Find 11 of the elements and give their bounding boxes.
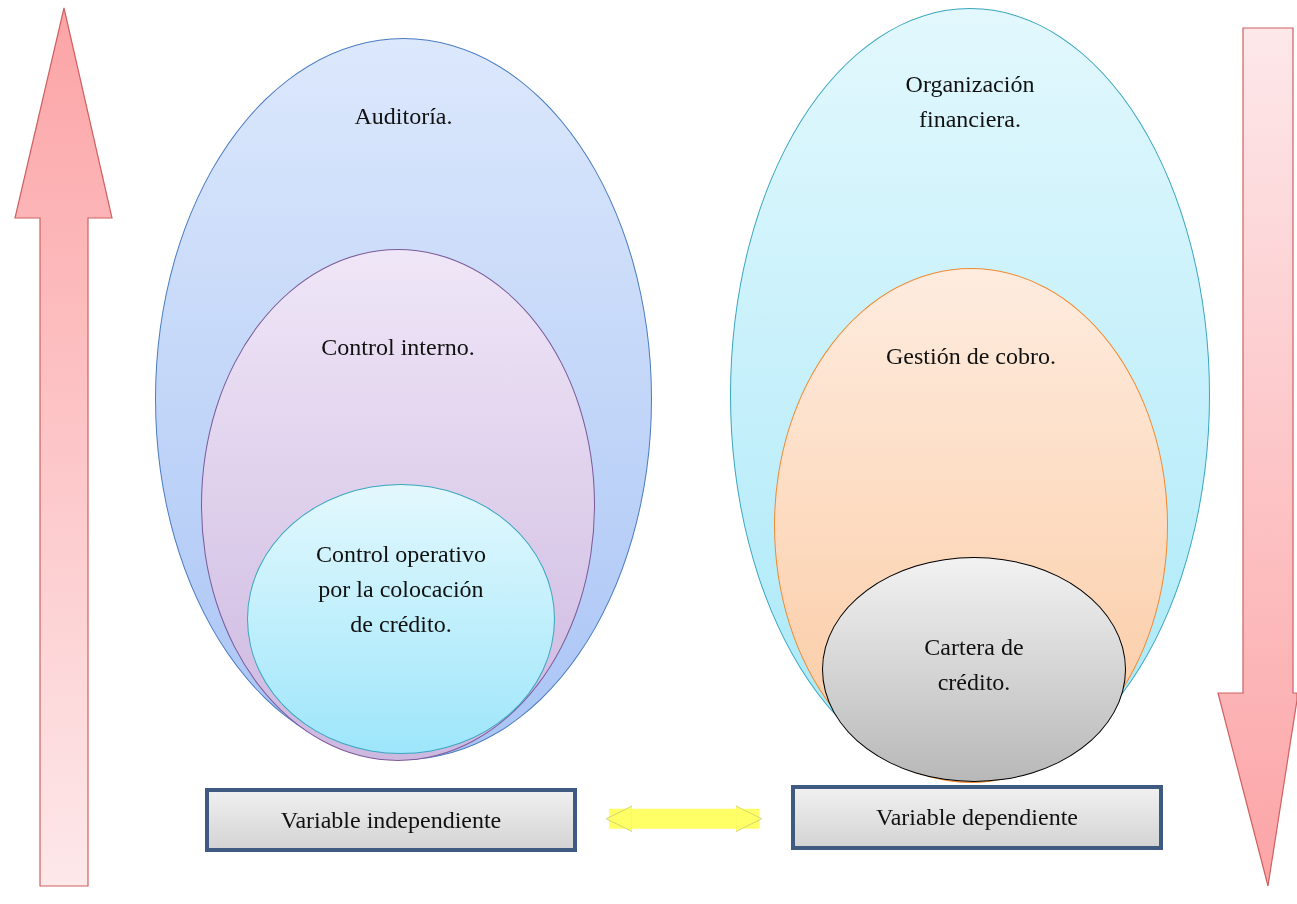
ellipse-label: Cartera de crédito.	[923, 633, 1025, 697]
double-arrow	[606, 805, 762, 833]
variable-label: Variable independiente	[280, 806, 502, 834]
variable-box	[205, 788, 577, 852]
ellipse-label: Auditoría.	[353, 102, 454, 131]
ellipse-label: Gestión de cobro.	[885, 342, 1057, 371]
variable-label: Variable dependiente	[876, 804, 1078, 831]
variable-box	[791, 785, 1163, 850]
ellipse-label: Control interno.	[320, 333, 476, 362]
ellipse-label: Control operativo por la colocación de crédito.	[316, 540, 486, 639]
ellipse-label: Organización financiera.	[904, 70, 1036, 134]
